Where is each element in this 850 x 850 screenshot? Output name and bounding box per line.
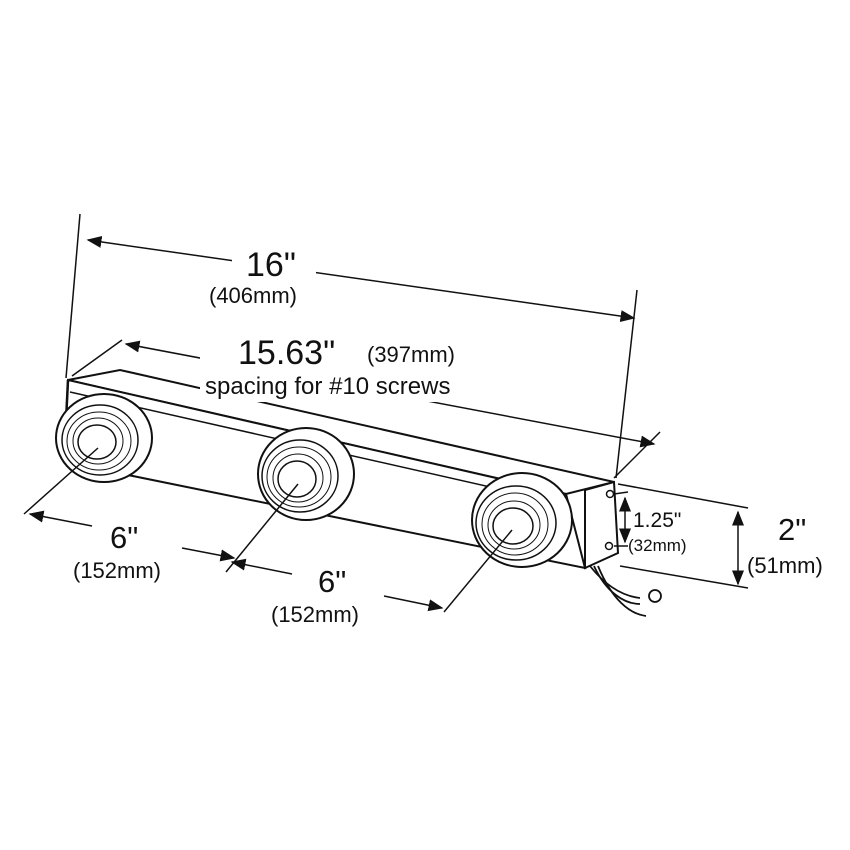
- dim-screw-spacing-value: 15.63": [238, 334, 335, 372]
- lamp-center: [257, 427, 355, 521]
- dim-overall-length-label-bg: [232, 244, 316, 308]
- dim-overall-height-metric: (51mm): [747, 553, 823, 578]
- dim-bracket-height-metric: (32mm): [628, 536, 687, 555]
- dim-lamp-spacing-right: [230, 529, 513, 613]
- dim-lamp-spacing-right-metric: (152mm): [271, 602, 359, 627]
- dim-lamp-spacing-left-value: 6": [110, 520, 138, 555]
- dim-overall-length-value: 16": [246, 246, 296, 284]
- dim-screw-spacing-metric: (397mm): [367, 342, 455, 367]
- wire-leads: [589, 565, 662, 617]
- lamp-right: [471, 472, 573, 568]
- dim-screw-spacing-note: spacing for #10 screws: [205, 373, 450, 400]
- dim-overall-height: [617, 483, 749, 589]
- dim-bracket-height: [613, 491, 631, 547]
- screw-holes: [604, 489, 615, 551]
- lamp-left: [55, 393, 153, 483]
- dim-lamp-spacing-left: [23, 447, 299, 573]
- dim-overall-length-metric: (406mm): [209, 283, 297, 308]
- dim-screw-spacing-label-bg: [200, 332, 530, 402]
- dim-lamp-spacing-right-value: 6": [318, 564, 346, 599]
- dim-lamp-spacing-left-metric: (152mm): [73, 558, 161, 583]
- dim-bracket-height-value: 1.25": [633, 509, 681, 532]
- dim-overall-height-value: 2": [778, 512, 806, 547]
